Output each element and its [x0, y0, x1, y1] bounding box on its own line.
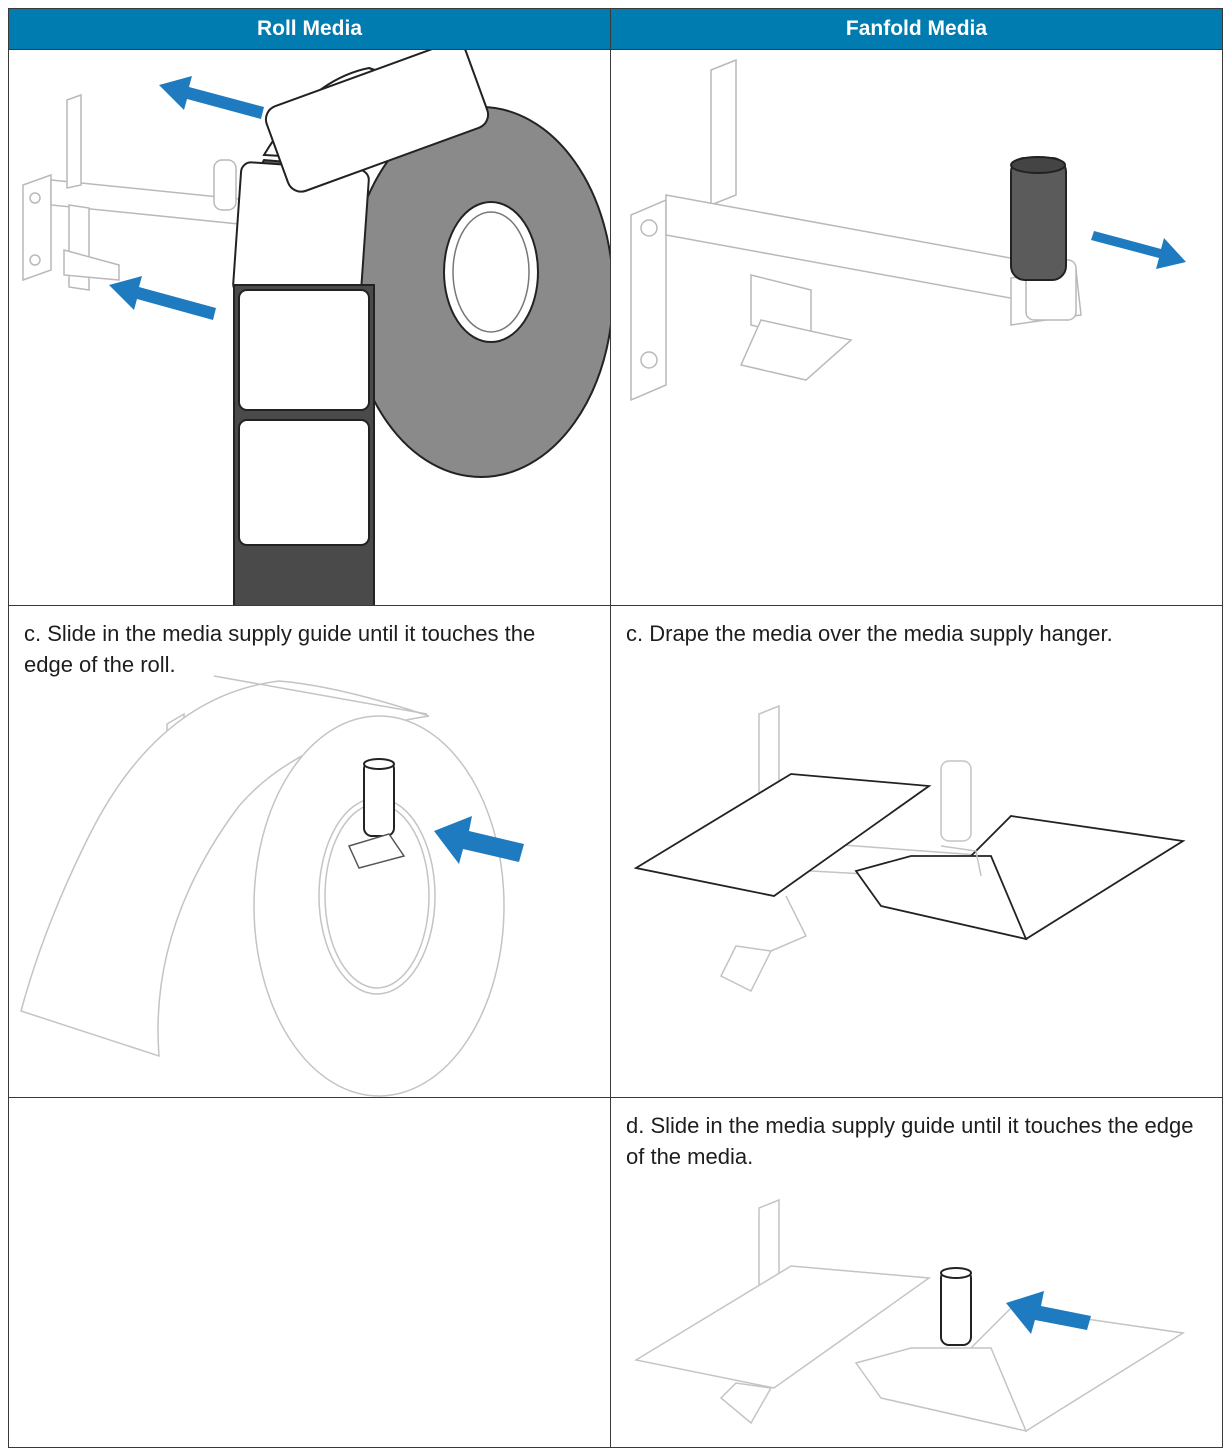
cell-fanfold-step-c: c. Drape the media over the media supply… [610, 605, 1223, 1098]
cell-empty [8, 1097, 611, 1448]
cell-fanfold-hanger-illustration [610, 49, 1223, 606]
drape-media-illustration [633, 704, 1186, 993]
fanfold-step-c-text: c. Drape the media over the media supply… [626, 621, 1113, 646]
roll-on-hanger-illustration [22, 50, 610, 605]
cell-roll-step-c: c. Slide in the media supply guide until… [8, 605, 611, 1098]
cell-fanfold-step-d: d. Slide in the media supply guide until… [610, 1097, 1223, 1448]
roll-step-c-text: c. Slide in the media supply guide until… [24, 621, 536, 678]
header-roll-media: Roll Media [8, 8, 611, 50]
cell-roll-load-illustration [8, 49, 611, 606]
slide-guide-roll-illustration [20, 675, 524, 1097]
header-fanfold-media: Fanfold Media [610, 8, 1223, 50]
fanfold-step-d-text: d. Slide in the media supply guide until… [626, 1113, 1194, 1170]
header-roll-media-label: Roll Media [256, 17, 362, 40]
slide-guide-fanfold-illustration [633, 1198, 1186, 1433]
hanger-post-illustration [630, 58, 1186, 402]
media-loading-table: Roll Media Fanfold Media [8, 8, 1223, 1448]
header-fanfold-media-label: Fanfold Media [845, 17, 988, 40]
